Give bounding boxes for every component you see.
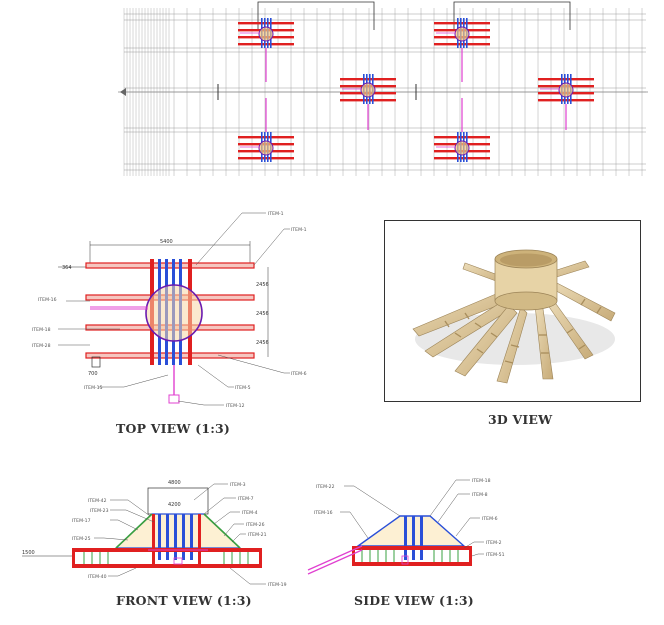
- label-item-15: ITEM-15: [84, 385, 103, 391]
- label-item-40: ITEM-40: [88, 574, 107, 580]
- label-item-8: ITEM-8: [472, 492, 488, 498]
- dim-spacing-3: 2456: [256, 340, 269, 346]
- label-item-16: ITEM-16: [314, 510, 333, 516]
- label-item-25: ITEM-25: [72, 536, 91, 542]
- footing: [238, 132, 294, 162]
- label-item-22: ITEM-22: [316, 484, 335, 490]
- footing: [238, 18, 294, 48]
- label-item-6: ITEM-6: [291, 371, 307, 377]
- label-item-23: ITEM-23: [90, 508, 109, 514]
- label-item-26: ITEM-26: [246, 522, 265, 528]
- front-view-drawing: 4800 4200 1500 ITEM-42 ITEM-23 ITEM-17 I…: [22, 480, 287, 588]
- dim-overall: 5400: [160, 239, 173, 245]
- label-item-2: ITEM-2: [486, 540, 502, 546]
- label-item-16: ITEM-16: [38, 297, 57, 303]
- label-item-18: ITEM-18: [32, 327, 51, 333]
- label-item-6: ITEM-6: [482, 516, 498, 522]
- dim-front-left: 1500: [22, 550, 35, 556]
- render-3d-image: [412, 249, 616, 384]
- dim-spacing-1: 2456: [256, 282, 269, 288]
- dim-left-offset: 364: [62, 265, 72, 271]
- label-item-5: ITEM-5: [235, 385, 251, 391]
- dim-bottom: 700: [88, 371, 98, 377]
- caption-3d-view: 3D VIEW: [488, 412, 553, 427]
- label-item-7: ITEM-7: [238, 496, 254, 502]
- top-view-leaders: [58, 212, 290, 406]
- dim-inner-width: 4200: [168, 502, 181, 508]
- label-item-21: ITEM-21: [248, 532, 267, 538]
- footing: [434, 18, 490, 48]
- top-magenta-ties: [90, 306, 180, 404]
- label-item-42: ITEM-42: [88, 498, 107, 504]
- label-item-3: ITEM-3: [230, 482, 246, 488]
- column-circle: [145, 284, 203, 342]
- label-item-4: ITEM-4: [242, 510, 258, 516]
- label-item-12: ITEM-12: [226, 403, 245, 409]
- dim-top-width: 4800: [168, 480, 181, 486]
- label-item-18: ITEM-18: [472, 478, 491, 484]
- caption-top-view: TOP VIEW (1:3): [116, 421, 231, 436]
- label-item-28: ITEM-28: [32, 343, 51, 349]
- caption-side-view: SIDE VIEW (1:3): [354, 593, 474, 608]
- dim-spacing-2: 2456: [256, 311, 269, 317]
- label-item-19: ITEM-19: [268, 582, 287, 588]
- site-plan-drawing: [118, 1, 648, 176]
- side-view-drawing: ITEM-22 ITEM-16 ITEM-18 ITEM-8 ITEM-6 IT…: [307, 478, 505, 575]
- footing: [538, 74, 594, 104]
- label-item-1b: ITEM-1: [291, 227, 307, 233]
- footing: [434, 132, 490, 162]
- label-item-51: ITEM-51: [486, 552, 505, 558]
- footing: [340, 74, 396, 104]
- render-3d-frame: [384, 220, 641, 402]
- label-item-1a: ITEM-1: [268, 211, 284, 217]
- caption-front-view: FRONT VIEW (1:3): [116, 593, 252, 608]
- plan-footings: [238, 18, 594, 162]
- label-item-17: ITEM-17: [72, 518, 91, 524]
- top-view-drawing: 5400 364 700 2456 2456 2456: [32, 211, 307, 409]
